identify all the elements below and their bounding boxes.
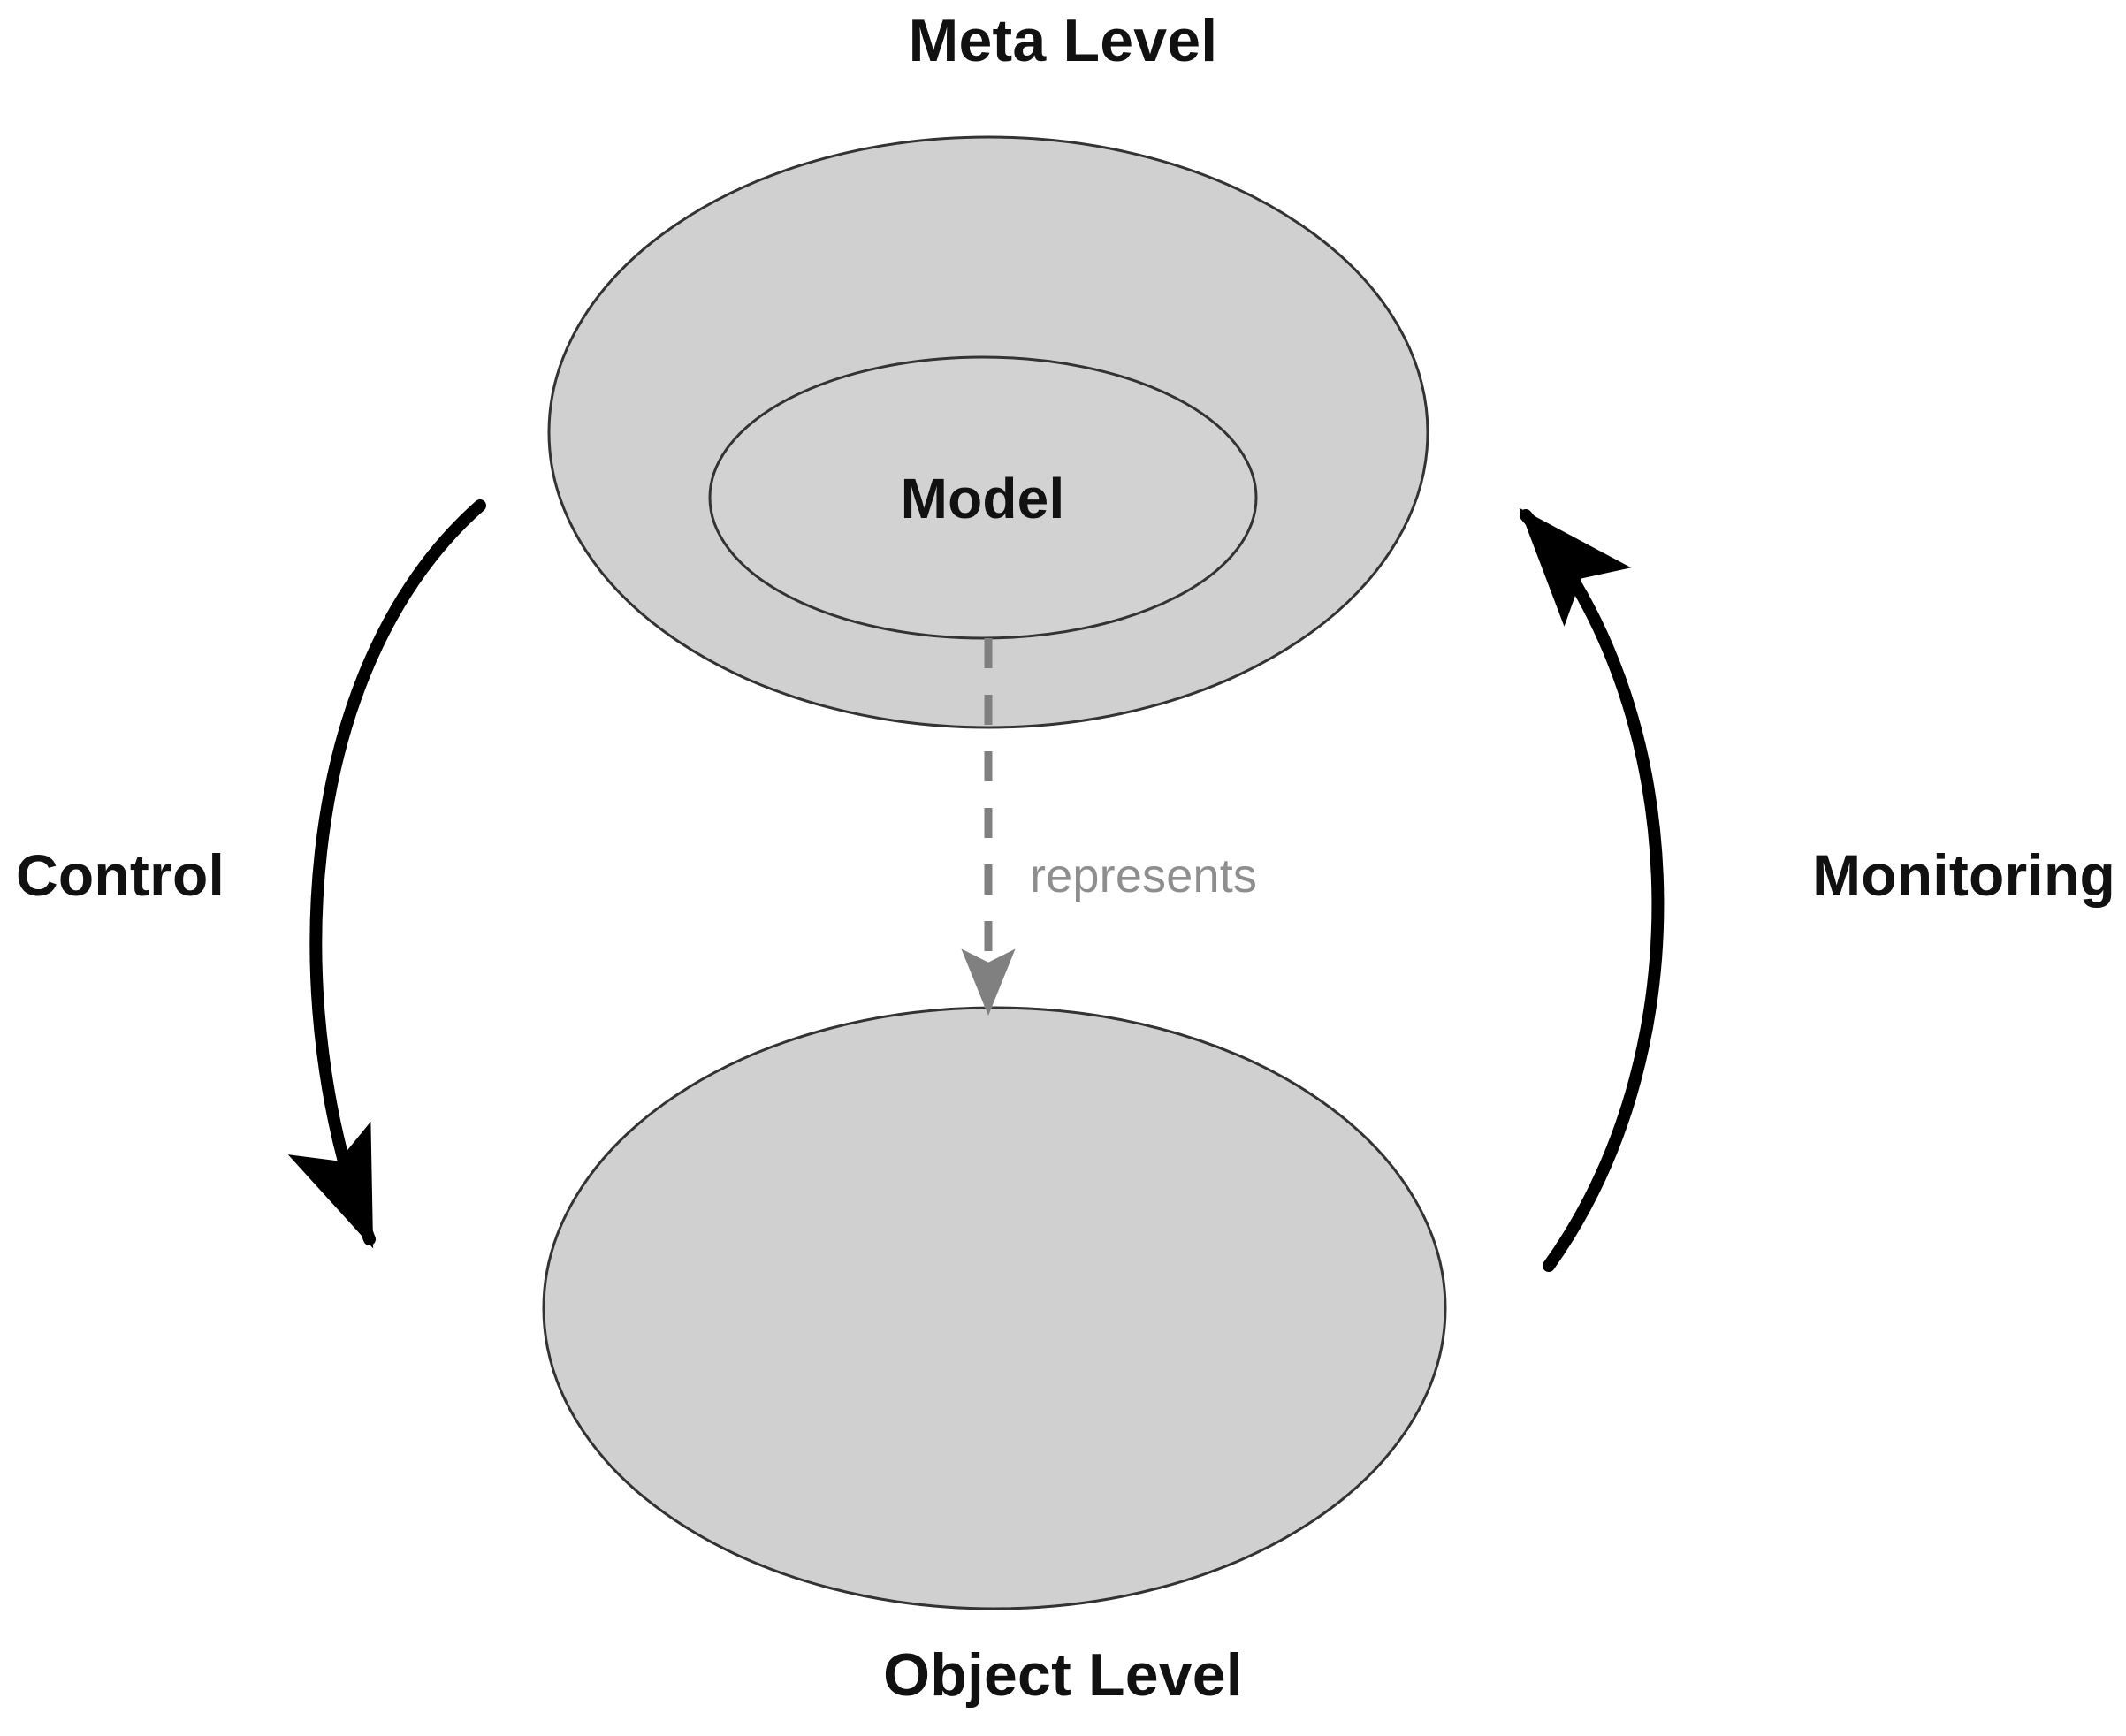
object-level-ellipse[interactable] — [542, 1006, 1447, 1610]
monitoring-label: Monitoring — [1812, 842, 2115, 908]
represents-label: represents — [1030, 849, 1258, 902]
model-ellipse[interactable] — [708, 355, 1258, 640]
meta-level-label: Meta Level — [908, 7, 1218, 74]
control-arrow — [287, 499, 486, 1249]
object-level-label: Object Level — [883, 1641, 1243, 1709]
monitoring-arrow — [1519, 507, 1665, 1272]
control-label: Control — [16, 842, 225, 908]
model-label: Model — [900, 467, 1065, 530]
